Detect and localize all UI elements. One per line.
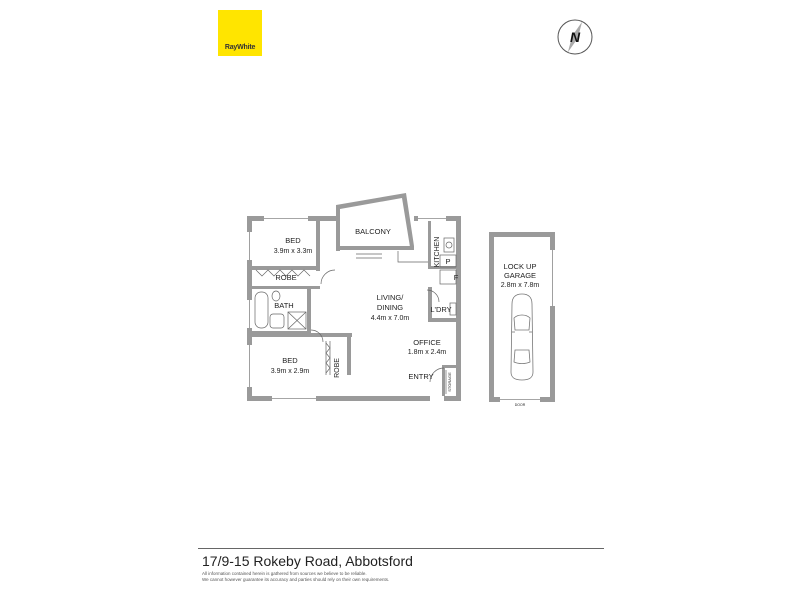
storage-label: STORAGE	[447, 372, 452, 392]
robe2-label: ROBE	[334, 358, 341, 378]
disclaimer-line: We cannot however guarantee its accuracy…	[202, 576, 390, 582]
disclaimer-line: All information contained herein is gath…	[202, 571, 367, 576]
garage-door-label: DOOR	[515, 403, 526, 407]
entry-label: ENTRY	[408, 372, 433, 381]
robe1-label: ROBE	[275, 273, 296, 282]
dining-label: DINING	[377, 303, 403, 312]
pantry-label: P	[445, 257, 450, 266]
office-label: OFFICE	[413, 338, 441, 347]
laundry-label: L'DRY	[430, 305, 451, 314]
office-size: 1.8m x 2.4m	[408, 349, 447, 356]
compass-label: N	[570, 29, 581, 45]
logo-text: RayWhite	[224, 44, 256, 51]
bed1-size: 3.9m x 3.3m	[274, 248, 313, 255]
car-icon	[510, 293, 534, 381]
garage-size: 2.8m x 7.8m	[501, 282, 540, 289]
bed2-size: 3.9m x 2.9m	[271, 368, 310, 375]
garage-label-2: GARAGE	[504, 271, 536, 280]
disclaimer: All information contained herein is gath…	[202, 571, 462, 582]
fridge-label: F	[454, 273, 459, 282]
window-lines	[249, 218, 553, 400]
raywhite-logo: RayWhite	[218, 10, 262, 56]
bed1-label: BED	[285, 236, 301, 245]
bed2-label: BED	[282, 356, 298, 365]
garage-label-1: LOCK UP	[504, 262, 537, 271]
footer-divider	[198, 548, 604, 549]
bath-label: BATH	[274, 301, 293, 310]
balcony-label: BALCONY	[355, 227, 391, 236]
kitchen-label: KITCHEN	[434, 237, 441, 268]
living-size: 4.4m x 7.0m	[371, 315, 410, 322]
north-compass-icon: N	[557, 19, 593, 55]
property-address: 17/9-15 Rokeby Road, Abbotsford	[202, 553, 413, 569]
living-label: LIVING/	[377, 293, 405, 302]
fixtures	[254, 237, 457, 394]
